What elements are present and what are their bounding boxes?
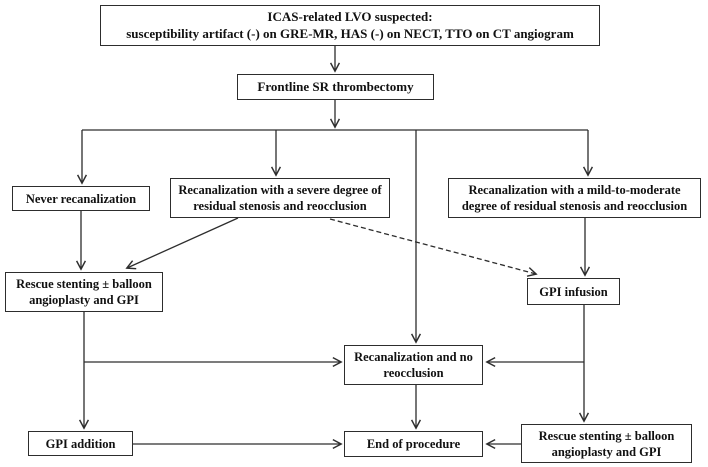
node-label: Never recanalization (25, 191, 137, 206)
node-label: GPI infusion (539, 284, 608, 299)
node-icas-lvo-suspected: ICAS-related LVO suspected: susceptibili… (100, 5, 600, 46)
node-end-of-procedure: End of procedure (344, 431, 483, 457)
node-label-line1: ICAS-related LVO suspected: (267, 8, 433, 24)
node-label: Frontline SR thrombectomy (257, 78, 414, 94)
node-label: Rescue stenting ± balloon angioplasty an… (538, 428, 675, 459)
node-severe-stenosis-reocclusion: Recanalization with a severe degree of r… (170, 178, 390, 218)
node-label: Recanalization and no reocclusion (354, 350, 473, 380)
node-frontline-sr-thrombectomy: Frontline SR thrombectomy (237, 74, 434, 100)
node-label: Recanalization with a severe degree of r… (178, 183, 382, 213)
node-label: End of procedure (366, 437, 461, 451)
node-label: GPI addition (45, 436, 116, 451)
node-label-line2: susceptibility artifact (-) on GRE-MR, H… (126, 25, 574, 41)
node-rescue-stenting-left: Rescue stenting ± balloon angioplasty an… (5, 272, 163, 312)
node-never-recanalization: Never recanalization (12, 186, 150, 211)
node-recanalization-no-reocclusion: Recanalization and no reocclusion (344, 345, 483, 385)
node-mild-moderate-stenosis-reocclusion: Recanalization with a mild-to-moderate d… (448, 178, 701, 218)
node-label: Recanalization with a mild-to-moderate d… (461, 183, 688, 213)
node-gpi-infusion: GPI infusion (527, 278, 620, 305)
node-rescue-stenting-right: Rescue stenting ± balloon angioplasty an… (521, 424, 692, 463)
node-gpi-addition: GPI addition (28, 431, 133, 456)
node-label: Rescue stenting ± balloon angioplasty an… (16, 277, 152, 307)
